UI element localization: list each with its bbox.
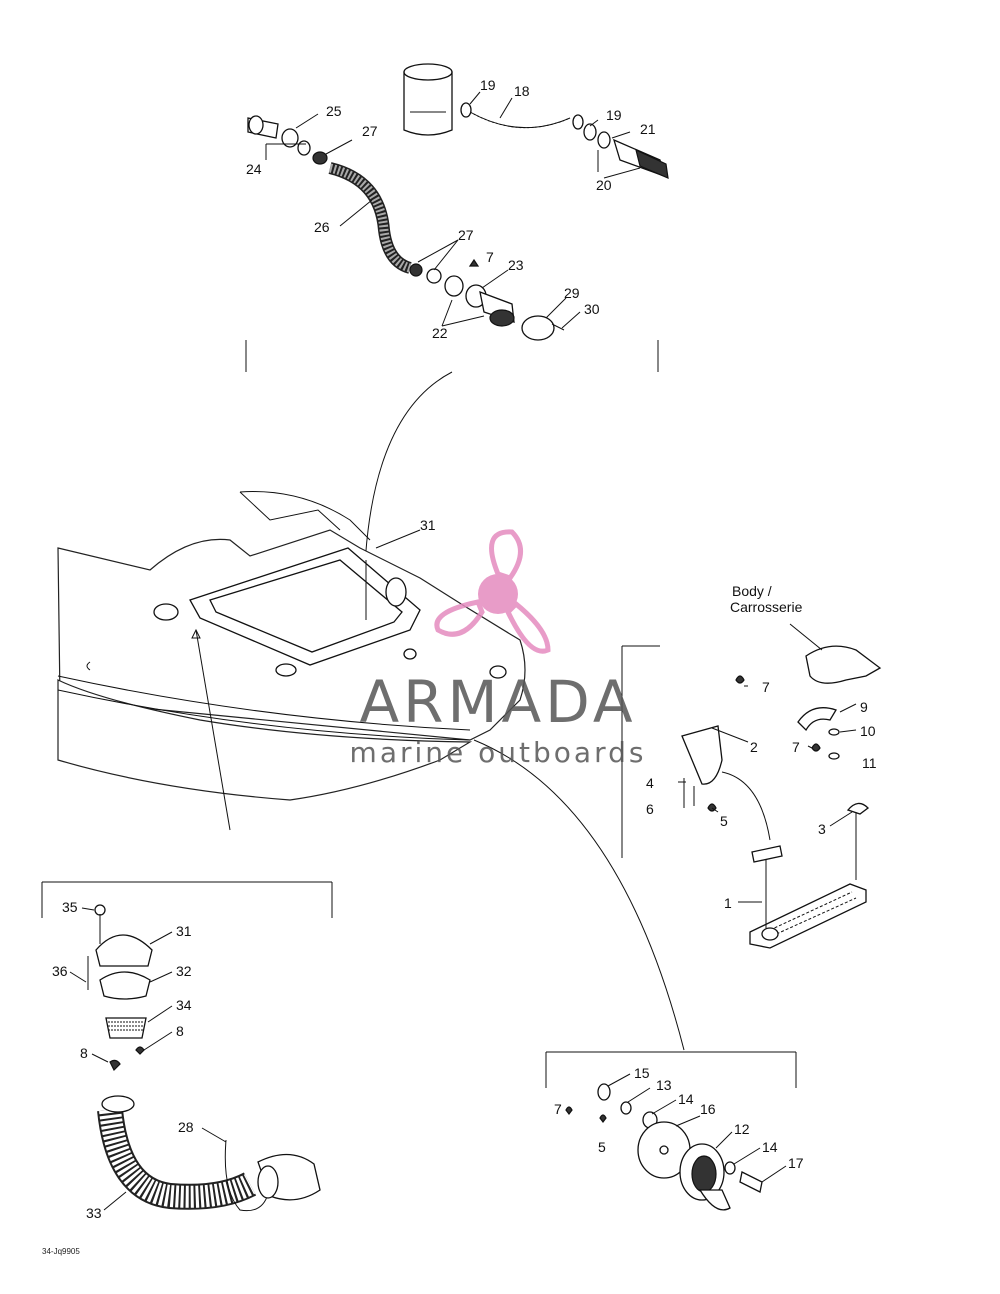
canister bbox=[403, 63, 453, 136]
callout-24: 24 bbox=[246, 161, 262, 177]
callout-2: 2 bbox=[750, 739, 758, 755]
callout-21: 21 bbox=[640, 121, 656, 137]
drain-plug-assembly bbox=[545, 1051, 797, 1211]
callout-17: 17 bbox=[788, 1155, 804, 1171]
callout-32: 32 bbox=[176, 963, 192, 979]
callout-15: 15 bbox=[634, 1065, 650, 1081]
callout-35: 35 bbox=[62, 899, 78, 915]
callout-19: 19 bbox=[606, 107, 622, 123]
body-label-line1: Body / bbox=[732, 583, 772, 599]
callout-27: 27 bbox=[362, 123, 378, 139]
vent-hose-assembly bbox=[41, 881, 333, 1212]
callout-26: 26 bbox=[314, 219, 330, 235]
callout-29: 29 bbox=[564, 285, 580, 301]
callout-27: 27 bbox=[458, 227, 474, 243]
callout-16: 16 bbox=[700, 1101, 716, 1117]
callout-14: 14 bbox=[678, 1091, 694, 1107]
callout-13: 13 bbox=[656, 1077, 672, 1093]
callout-5: 5 bbox=[720, 813, 728, 829]
callout-20: 20 bbox=[596, 177, 612, 193]
callout-3: 3 bbox=[818, 821, 826, 837]
top-hose-assembly bbox=[245, 63, 669, 372]
callout-12: 12 bbox=[734, 1121, 750, 1137]
callout-19: 19 bbox=[480, 77, 496, 93]
callout-7: 7 bbox=[554, 1101, 562, 1117]
body-label-line2: Carrosserie bbox=[730, 599, 803, 615]
callout-28: 28 bbox=[178, 1119, 194, 1135]
callout-7: 7 bbox=[762, 679, 770, 695]
propeller-logo-icon bbox=[434, 529, 551, 654]
callout-36: 36 bbox=[52, 963, 68, 979]
callout-31: 31 bbox=[420, 517, 436, 533]
callout-11: 11 bbox=[862, 755, 877, 771]
callout-4: 4 bbox=[646, 775, 654, 791]
callout-9: 9 bbox=[860, 699, 868, 715]
callout-1: 1 bbox=[724, 895, 732, 911]
callout-8: 8 bbox=[176, 1023, 184, 1039]
diagram-code: 34-Jq9905 bbox=[42, 1247, 80, 1256]
callout-5: 5 bbox=[598, 1139, 606, 1155]
callout-6: 6 bbox=[646, 801, 654, 817]
callout-7: 7 bbox=[486, 249, 494, 265]
callout-33: 33 bbox=[86, 1205, 102, 1221]
watermark: ARMADA marine outboards bbox=[350, 529, 647, 769]
hull-illustration bbox=[57, 491, 526, 801]
callout-7: 7 bbox=[792, 739, 800, 755]
watermark-brand: ARMADA bbox=[359, 668, 636, 736]
callout-31: 31 bbox=[176, 923, 192, 939]
callout-25: 25 bbox=[326, 103, 342, 119]
watermark-tagline: marine outboards bbox=[350, 736, 647, 769]
callout-23: 23 bbox=[508, 257, 524, 273]
callout-18: 18 bbox=[514, 83, 530, 99]
callout-10: 10 bbox=[860, 723, 876, 739]
callout-8: 8 bbox=[80, 1045, 88, 1061]
callout-30: 30 bbox=[584, 301, 600, 317]
connector-curve-bottom bbox=[473, 739, 685, 1051]
callout-14: 14 bbox=[762, 1139, 778, 1155]
right-intake-grate-assembly bbox=[621, 623, 882, 949]
callout-22: 22 bbox=[432, 325, 448, 341]
callout-34: 34 bbox=[176, 997, 192, 1013]
